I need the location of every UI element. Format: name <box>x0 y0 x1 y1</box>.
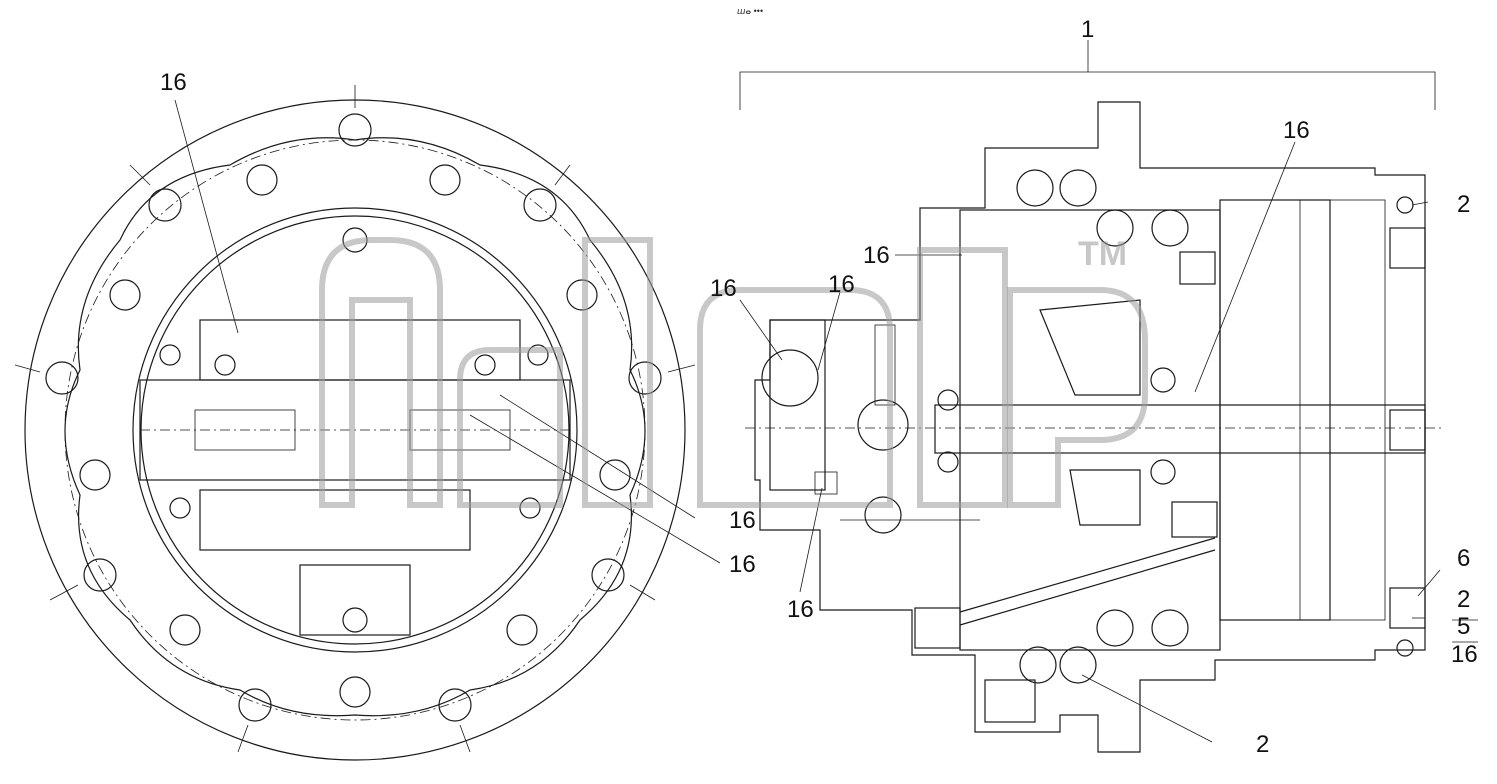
header-mark: ⴍⴰ ••• <box>737 6 763 16</box>
callout-16-bottom: 16 <box>787 596 814 623</box>
bearings <box>937 169 1414 684</box>
trademark-mark: TM <box>1078 235 1127 273</box>
flange-front-view <box>14 85 721 761</box>
callout-16-right-top: 16 <box>1283 117 1310 144</box>
callout-16-mid-c: 16 <box>828 271 855 298</box>
callout-16-left-mid1: 16 <box>729 507 756 534</box>
section-view <box>739 40 1478 753</box>
callout-2-bottom: 2 <box>1256 731 1269 758</box>
watermark: TM <box>319 235 1148 508</box>
callout-6: 6 <box>1457 545 1470 572</box>
callout-16-left-top: 16 <box>160 69 187 96</box>
callout-16-fraction-bottom: 16 <box>1451 641 1478 668</box>
callout-2-top-right: 2 <box>1457 191 1470 218</box>
callout-2-fraction-top: 2 <box>1457 586 1470 613</box>
callout-5-fraction-mid: 5 <box>1457 613 1470 640</box>
callout-16-left-mid2: 16 <box>729 551 756 578</box>
callout-1: 1 <box>1081 16 1094 43</box>
callout-labels: 1 16 16 16 16 16 16 16 16 2 6 2 5 16 2 <box>160 16 1478 758</box>
callout-16-mid-a: 16 <box>863 242 890 269</box>
callout-16-mid-b: 16 <box>710 275 737 302</box>
